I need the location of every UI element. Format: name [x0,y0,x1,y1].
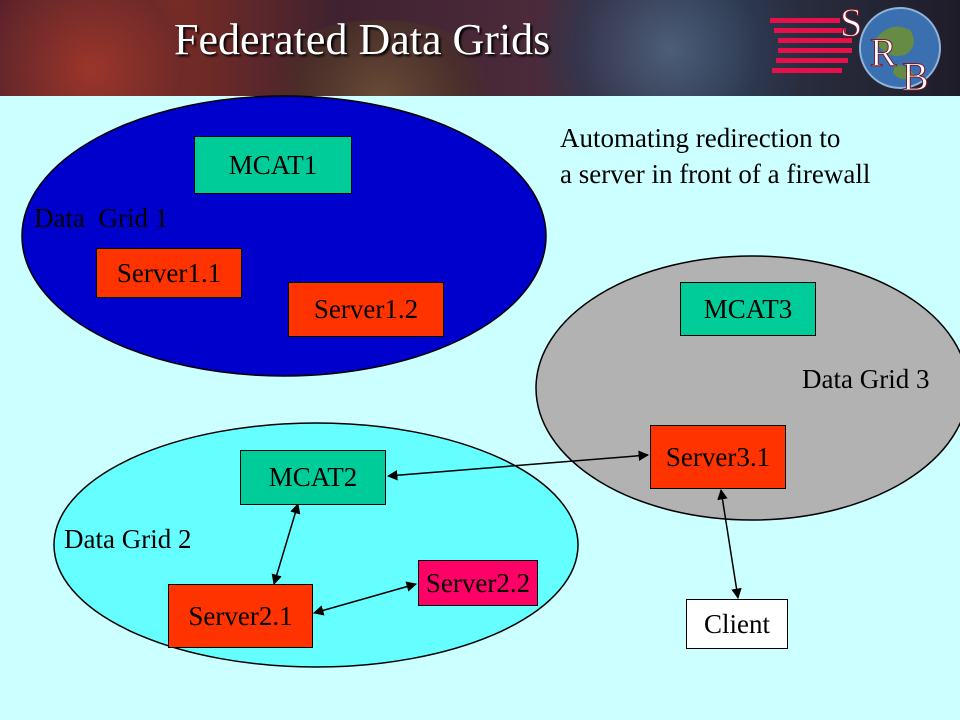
data-grid-3-label: Data Grid 3 [802,364,930,394]
connector-server2-1-server2-2 [312,581,418,616]
client-box: Client [686,599,788,649]
globe-landmass [875,26,915,80]
server1-1-box: Server1.1 [96,248,242,298]
note-line: Automating redirection to [560,123,841,153]
logo-letter: R [870,30,897,75]
srb-logo: S R B [770,0,941,96]
logo-letter: S [840,0,862,45]
logo-stripes [770,18,852,73]
connector-mcat2-server2-1 [271,502,301,586]
title-banner: Federated Data Grids S R B [0,0,960,96]
page-title: Federated Data Grids [174,15,551,64]
note-line: a server in front of a firewall [560,159,871,189]
data-grid-1-label: Data Grid 1 [34,203,169,233]
redirection-note: Automating redirection to a server in fr… [560,120,870,192]
banner-texture [0,0,220,96]
logo-letter: B [902,54,929,96]
mcat2-box: MCAT2 [240,450,386,505]
server2-1-box: Server2.1 [168,584,313,648]
connector-mcat2-server3-1 [386,450,650,481]
banner-texture [520,0,820,96]
mcat1-box: MCAT1 [194,136,352,194]
server2-2-box: Server2.2 [418,560,538,606]
mcat3-box: MCAT3 [680,282,816,336]
connector-server3-1-client [717,488,742,600]
data-grid-2-label: Data Grid 2 [64,524,192,554]
server1-2-box: Server1.2 [288,282,444,337]
server3-1-box: Server3.1 [650,425,786,489]
